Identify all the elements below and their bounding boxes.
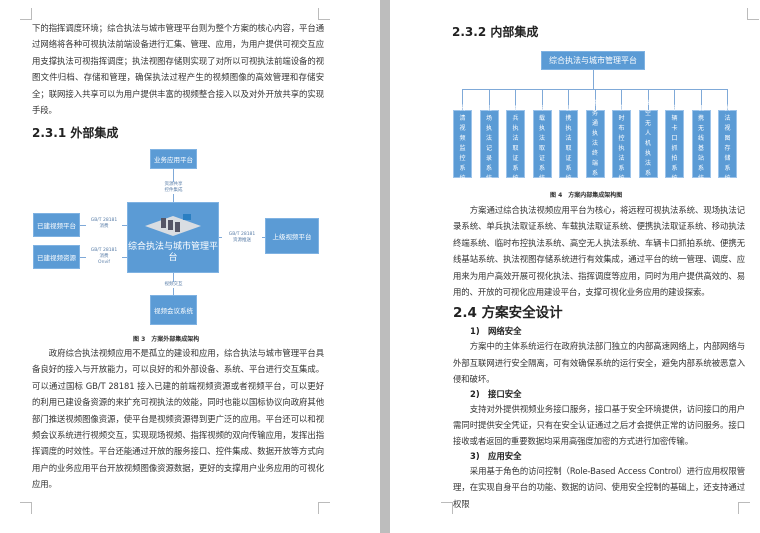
item-title: 2) 接口安全 xyxy=(470,388,522,399)
subsystem-box: 车载执法取证系统 xyxy=(532,105,552,182)
connector-label: GB/T 28181 消费 xyxy=(86,218,122,230)
server-rack-icon xyxy=(145,214,201,236)
connector-label: GB/T 28181 消费 Onvif xyxy=(86,248,122,266)
subsystem-box: 单兵执法取证系统 xyxy=(506,105,525,182)
subsystem-box: 便携无线基站系统 xyxy=(691,105,711,182)
section-heading: 2.4 方案安全设计 xyxy=(453,305,563,322)
right-page: 2.3.2 内部集成 综合执法与城市管理平台 高清视频监控系统现场执法记录系统单… xyxy=(390,0,760,533)
connector-line xyxy=(594,89,596,110)
connector-line xyxy=(515,89,516,110)
subsystem-box: 高清视频监控系统 xyxy=(453,105,472,182)
connector-line xyxy=(621,89,622,110)
left-page: 下的指挥调度环境；综合执法与城市管理平台则为整个方案的核心内容，平台通过网络将各… xyxy=(20,8,330,514)
section-heading: 2.3.1 外部集成 xyxy=(32,126,119,140)
corner-mark xyxy=(441,502,453,514)
figure-caption: 图 3 方案外部集成架构 xyxy=(133,336,200,343)
existing-video-resource-box: 已建视频资源 xyxy=(33,245,80,269)
paragraph: 方案中的主体系统运行在政府执法部门独立的内部高速网络上，内部网络与外部互联网进行… xyxy=(453,341,745,385)
subsystem-box: 现场执法记录系统 xyxy=(479,105,499,182)
paragraph: 方案通过综合执法视频应用平台为核心，将远程可视执法系统、现场执法记录系统、单兵执… xyxy=(453,205,745,298)
upper-video-platform-box: 上级视频平台 xyxy=(265,218,319,254)
section-heading: 2.3.2 内部集成 xyxy=(452,25,539,39)
item-title: 3) 应用安全 xyxy=(470,450,522,461)
root-platform-box: 综合执法与城市管理平台 xyxy=(541,51,645,70)
connector-line xyxy=(674,89,675,110)
video-conference-box: 视频会议系统 xyxy=(150,295,197,325)
corner-mark xyxy=(318,8,330,20)
figure-caption: 图 4 方案内部集成架构图 xyxy=(550,192,623,199)
subsystem-box: 临时布控执法系统 xyxy=(612,105,631,182)
connector-line xyxy=(700,89,702,110)
connector-label: 资源共享 控件集成 xyxy=(155,182,192,194)
item-title: 1) 网络安全 xyxy=(470,326,522,337)
central-platform-box: 综合执法与城市管理平台 xyxy=(127,202,219,273)
subsystem-box: 车辆卡口抓拍系统 xyxy=(665,105,684,182)
central-platform-label: 综合执法与城市管理平台 xyxy=(128,242,219,263)
business-app-platform-box: 业务应用平台 xyxy=(150,149,197,169)
connector-label: GB/T 28181 资源推送 xyxy=(222,232,262,244)
subsystem-box: 警务通执法终端系统 xyxy=(585,100,605,187)
connector-label: 视频交互 xyxy=(158,282,189,288)
connector-line xyxy=(462,89,463,110)
connector-line xyxy=(488,89,490,110)
subsystem-box: 便携执法取证系统 xyxy=(559,105,578,182)
paragraph: 支持对外提供视频业务接口服务，接口基于安全环境提供，访问接口的用户需同时提供安全… xyxy=(453,403,745,447)
paragraph: 下的指挥调度环境；综合执法与城市管理平台则为整个方案的核心内容，平台通过网络将各… xyxy=(32,23,324,116)
connector-line xyxy=(647,89,649,110)
subsystem-box: 高空无人机执法系统 xyxy=(638,100,658,187)
connector-line xyxy=(727,89,728,110)
page-gap xyxy=(380,0,390,533)
paragraph: 采用基于角色的访问控制（Role-Based Access Control）进行… xyxy=(453,465,745,509)
corner-mark xyxy=(20,8,32,20)
right-page-body: 方案通过综合执法视频应用平台为核心，将远程可视执法系统、现场执法记录系统、单兵执… xyxy=(453,202,745,512)
subsystem-box: 执法视图存储系统 xyxy=(718,105,737,182)
corner-mark xyxy=(747,8,759,20)
corner-mark xyxy=(738,502,750,514)
paragraph: 政府综合执法视频应用不是孤立的建设和应用，综合执法与城市管理平台具备良好的接入与… xyxy=(32,348,324,490)
corner-mark xyxy=(318,502,330,514)
connector-line xyxy=(568,89,569,110)
connector-line xyxy=(541,89,543,110)
existing-video-platform-box: 已建视频平台 xyxy=(33,213,80,237)
corner-mark xyxy=(20,502,32,514)
